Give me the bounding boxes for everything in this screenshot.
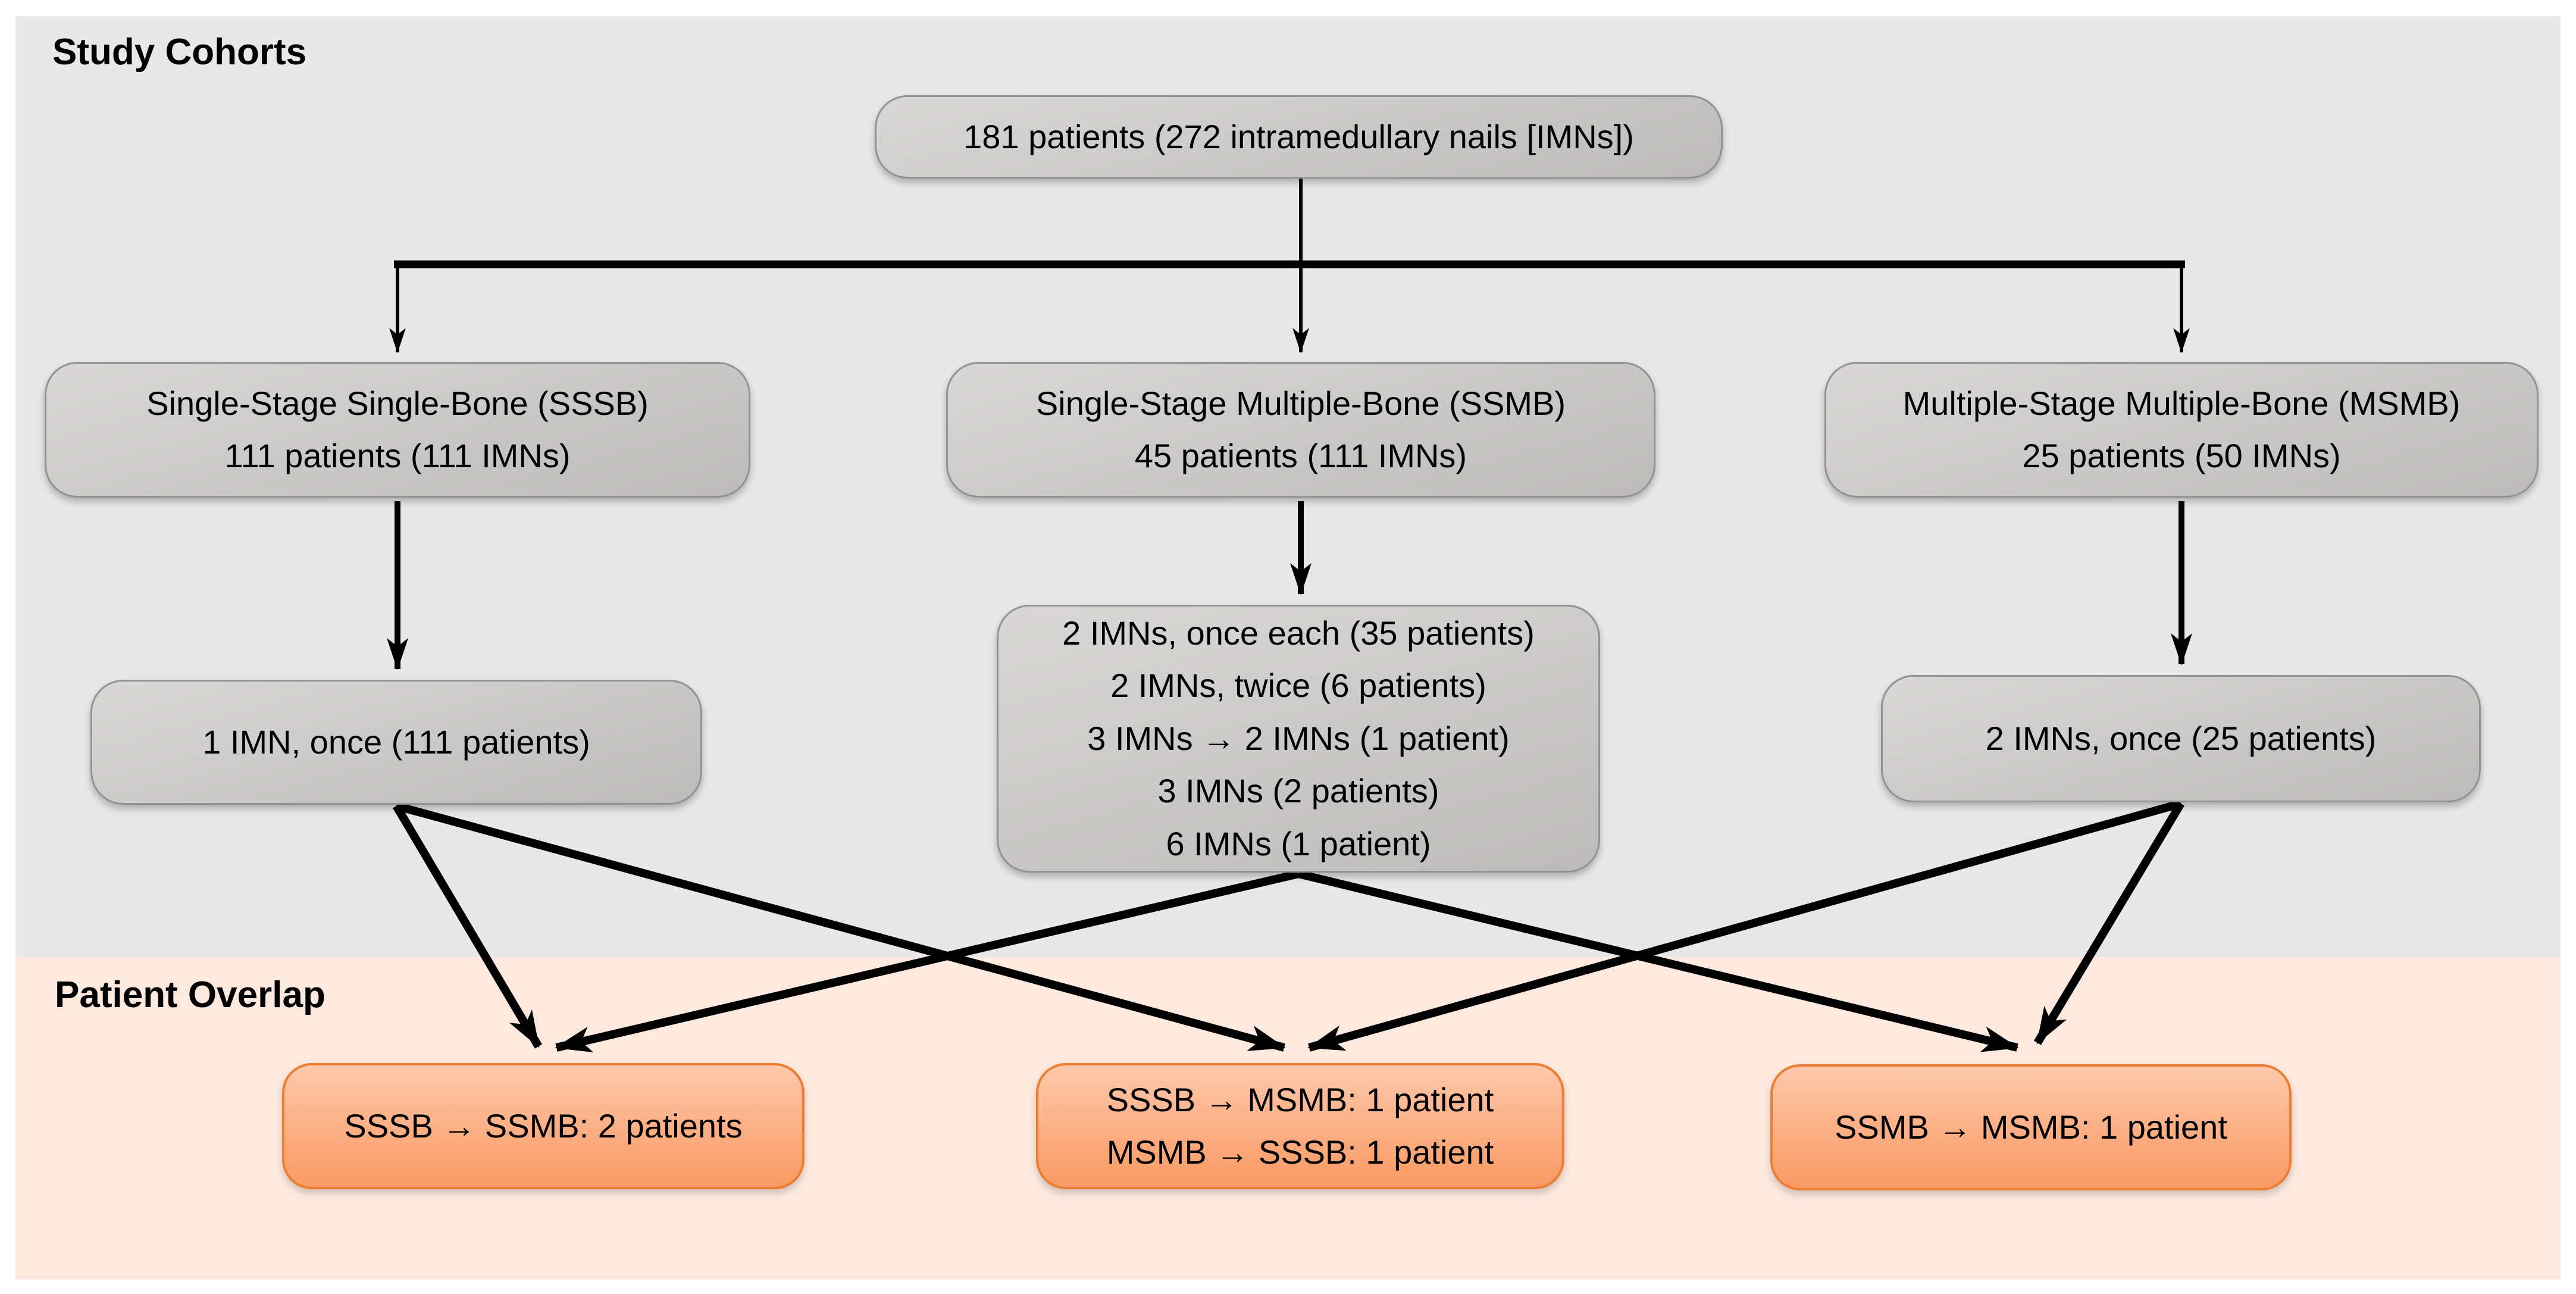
- ssmb-cohort-title: Single-Stage Multiple-Bone (SSMB): [1035, 384, 1566, 422]
- ssmb-detail-line-5: 6 IMNs (1 patient): [1166, 824, 1431, 862]
- total-patients-box: 181 patients (272 intramedullary nails […: [875, 95, 1723, 179]
- overlap-sssb-msmb-box: SSSB → MSMB: 1 patient MSMB → SSSB: 1 pa…: [1036, 1063, 1564, 1189]
- total-patients-text: 181 patients (272 intramedullary nails […: [963, 117, 1634, 155]
- overlap-sssb-ssmb-box: SSSB → SSMB: 2 patients: [282, 1063, 805, 1189]
- sssb-detail-box: 1 IMN, once (111 patients): [90, 680, 702, 805]
- msmb-detail-box: 2 IMNs, once (25 patients): [1881, 675, 2481, 802]
- msmb-cohort-title: Multiple-Stage Multiple-Bone (MSMB): [1902, 384, 2461, 422]
- msmb-cohort-box: Multiple-Stage Multiple-Bone (MSMB) 25 p…: [1824, 362, 2539, 498]
- ssmb-cohort-count: 45 patients (111 IMNs): [1134, 437, 1467, 474]
- msmb-detail-text: 2 IMNs, once (25 patients): [1985, 719, 2377, 757]
- sssb-detail-text: 1 IMN, once (111 patients): [202, 723, 590, 761]
- overlap-ssmb-msmb-box: SSMB → MSMB: 1 patient: [1770, 1064, 2292, 1190]
- overlap-ssmb-msmb-text: SSMB → MSMB: 1 patient: [1835, 1108, 2227, 1146]
- overlap-sssb-msmb-text: SSSB → MSMB: 1 patient: [1106, 1080, 1494, 1118]
- overlap-msmb-sssb-text: MSMB → SSSB: 1 patient: [1106, 1133, 1494, 1171]
- ssmb-detail-line-4: 3 IMNs (2 patients): [1157, 772, 1439, 810]
- overlap-sssb-ssmb-text: SSSB → SSMB: 2 patients: [344, 1107, 743, 1145]
- msmb-cohort-count: 25 patients (50 IMNs): [2022, 437, 2341, 474]
- sssb-cohort-title: Single-Stage Single-Bone (SSSB): [146, 384, 649, 422]
- patient-overlap-section-title: Patient Overlap: [55, 974, 325, 1015]
- sssb-cohort-count: 111 patients (111 IMNs): [224, 437, 571, 474]
- ssmb-cohort-box: Single-Stage Multiple-Bone (SSMB) 45 pat…: [946, 362, 1655, 498]
- ssmb-detail-line-2: 2 IMNs, twice (6 patients): [1110, 667, 1486, 705]
- ssmb-detail-line-3: 3 IMNs → 2 IMNs (1 patient): [1087, 719, 1510, 757]
- sssb-cohort-box: Single-Stage Single-Bone (SSSB) 111 pati…: [45, 362, 750, 498]
- ssmb-detail-line-1: 2 IMNs, once each (35 patients): [1062, 614, 1535, 652]
- study-cohorts-section-title: Study Cohorts: [52, 32, 307, 73]
- ssmb-detail-box: 2 IMNs, once each (35 patients) 2 IMNs, …: [997, 605, 1600, 873]
